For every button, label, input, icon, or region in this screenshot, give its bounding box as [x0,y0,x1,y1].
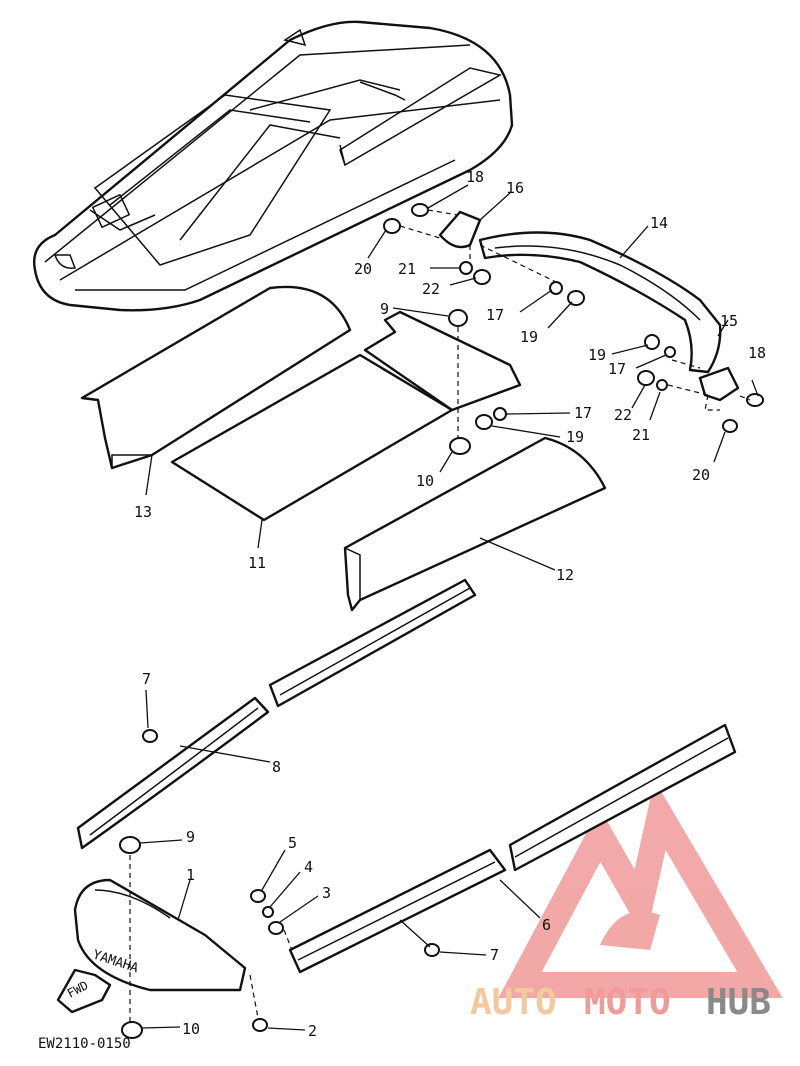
part-15-bracket [698,366,740,411]
callout-21: 21 [398,260,416,278]
part-8-rail-strip [76,578,477,850]
callout-14: 14 [650,214,668,232]
callout-3: 3 [322,884,331,902]
part-13-side-cover [80,285,352,470]
watermark-auto: AUTO [470,982,557,1023]
callout-10: 10 [416,472,434,490]
callout-16: 16 [506,179,524,197]
callout-2: 2 [308,1022,317,1040]
callout-12: 12 [556,566,574,584]
part-6-gunwale [288,723,737,974]
callout-17: 17 [486,306,504,324]
callout-13: 13 [134,503,152,521]
callout-9: 9 [380,300,389,318]
part-12-side-cover [343,436,607,612]
watermark-logo [498,779,783,998]
callout-11: 11 [248,554,266,572]
watermark-hub: HUB [706,982,771,1023]
callout-7: 7 [142,670,151,688]
watermark-moto: MOTO [584,982,671,1023]
callout-7: 7 [490,946,499,964]
callout-5: 5 [288,834,297,852]
callout-1: 1 [186,866,195,884]
callout-21: 21 [632,426,650,444]
part-14-rail [478,231,722,374]
callout-22: 22 [422,280,440,298]
callout-numbers: 18 16 14 20 21 22 9 17 19 15 19 17 18 22… [134,168,766,1040]
callout-17: 17 [574,404,592,422]
callout-18: 18 [466,168,484,186]
diagram-code: EW2110-0150 [38,1036,131,1052]
watermark-text: AUTO MOTO HUB [470,982,771,1023]
fwd-arrow: FWD [56,968,112,1014]
callout-20: 20 [692,466,710,484]
callout-19: 19 [566,428,584,446]
part-16-bracket [438,210,482,249]
callout-9: 9 [186,828,195,846]
callout-4: 4 [304,858,313,876]
callout-18: 18 [748,344,766,362]
callout-15: 15 [720,312,738,330]
part-1-bow-bumper: YAMAHA [73,878,247,992]
callout-22: 22 [614,406,632,424]
callout-17: 17 [608,360,626,378]
callout-6: 6 [542,916,551,934]
part-11-deck-panel [170,310,522,522]
hardware-group-bottom [119,729,440,1039]
leader-lines [139,184,759,1031]
callout-19: 19 [520,328,538,346]
callout-19: 19 [588,346,606,364]
callout-20: 20 [354,260,372,278]
watercraft-hull [33,20,514,312]
callout-8: 8 [272,758,281,776]
callout-10: 10 [182,1020,200,1038]
